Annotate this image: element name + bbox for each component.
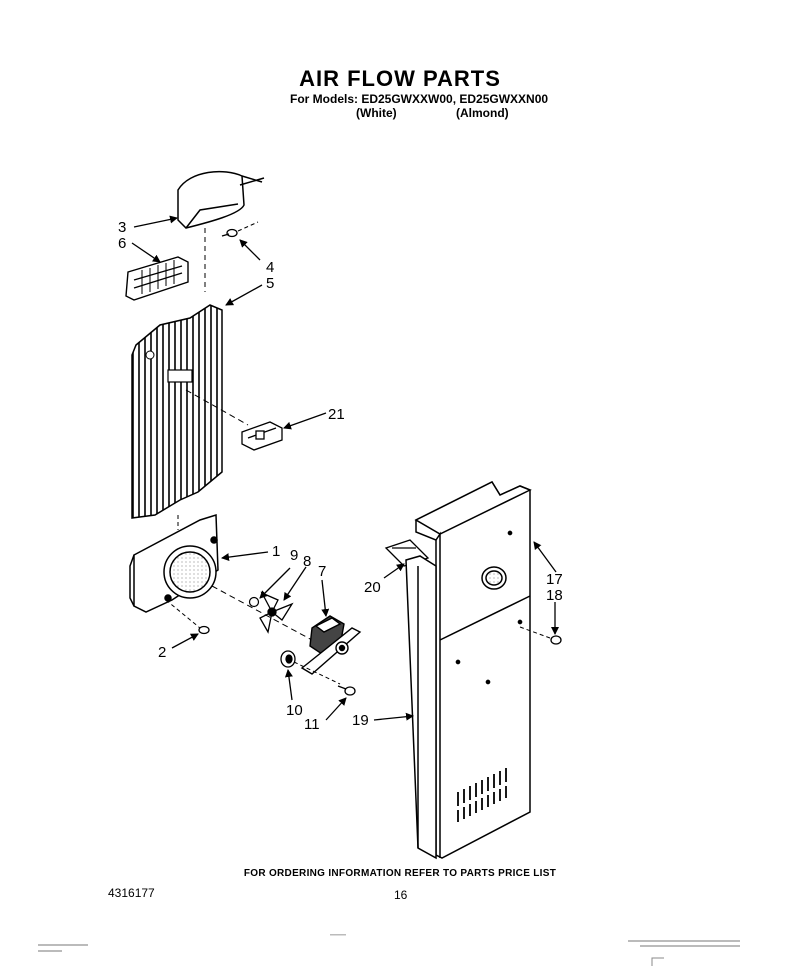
evaporator-cover-part	[131, 304, 223, 519]
callout-4: 4	[266, 259, 274, 276]
ordering-note: FOR ORDERING INFORMATION REFER TO PARTS …	[243, 868, 557, 879]
callout-10: 10	[286, 702, 303, 719]
callout-20: 20	[364, 579, 381, 596]
screw-part-18	[550, 635, 562, 645]
rear-panel-part	[414, 481, 532, 859]
screw-part-2	[198, 625, 210, 635]
variant-almond: (Almond)	[456, 106, 509, 120]
fan-motor-part	[300, 615, 362, 675]
air-channel-part	[405, 555, 437, 860]
callout-1: 1	[272, 543, 280, 560]
callout-5: 5	[266, 275, 274, 292]
callout-9: 9	[290, 547, 298, 564]
document-part-number: 4316177	[108, 886, 155, 900]
callout-8: 8	[303, 553, 311, 570]
callout-19: 19	[352, 712, 369, 729]
variant-white: (White)	[356, 106, 397, 120]
bracket-part-21	[241, 421, 283, 451]
page-number: 16	[394, 888, 408, 902]
callout-18: 18	[546, 587, 563, 604]
callout-labels: 3 6 4 5 21 1 9 8 7 2 10 11 20 19 17 18	[118, 219, 563, 733]
grille-part	[125, 256, 189, 301]
callout-7: 7	[318, 563, 326, 580]
fan-nut-part	[248, 596, 260, 608]
page-title: AIR FLOW PARTS	[299, 66, 501, 91]
screw-part-4	[221, 228, 238, 238]
grommet-part	[280, 650, 296, 668]
callout-17: 17	[546, 571, 563, 588]
callout-3: 3	[118, 219, 126, 236]
models-line: For Models: ED25GWXXW00, ED25GWXXN00	[290, 92, 549, 106]
callout-21: 21	[328, 406, 345, 423]
callout-leaders	[131, 215, 559, 721]
callout-11: 11	[304, 716, 320, 733]
screw-part-11	[337, 685, 356, 696]
fan-shroud-part	[129, 513, 219, 613]
callout-6: 6	[118, 235, 126, 252]
callout-2: 2	[158, 644, 166, 661]
duct-cover-part	[177, 170, 265, 229]
scan-marks	[38, 934, 740, 966]
